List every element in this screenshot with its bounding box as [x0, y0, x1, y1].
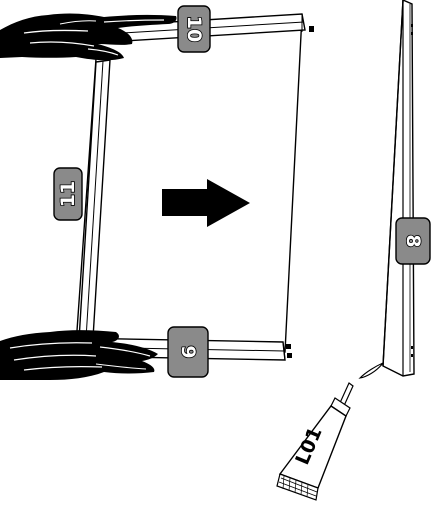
side-panel: [382, 0, 415, 377]
part-label-top-rail: 10: [183, 16, 205, 42]
arrow-right-icon: [162, 179, 250, 227]
dowel-icon: [286, 344, 291, 349]
part-label-left-post: 11: [57, 181, 79, 207]
glue-tube-icon: L01: [276, 362, 384, 501]
part-badge-side-panel: 8: [395, 217, 431, 265]
hole-icon: [411, 346, 413, 349]
hole-icon: [411, 32, 413, 35]
hole-icon: [411, 24, 413, 27]
dowel-icon: [287, 353, 292, 358]
part-badge-top-rail: 10: [177, 5, 211, 53]
part-badge-bottom-rail: 9: [167, 326, 209, 378]
glue-drop-icon: [358, 362, 384, 379]
dowel-icon: [309, 26, 314, 32]
part-label-bottom-rail: 9: [177, 345, 199, 358]
part-badge-left-post: 11: [53, 167, 83, 221]
part-label-side-panel: 8: [402, 234, 424, 247]
hole-icon: [411, 354, 413, 357]
hand-icon: [0, 13, 177, 61]
hand-icon: [0, 330, 158, 380]
